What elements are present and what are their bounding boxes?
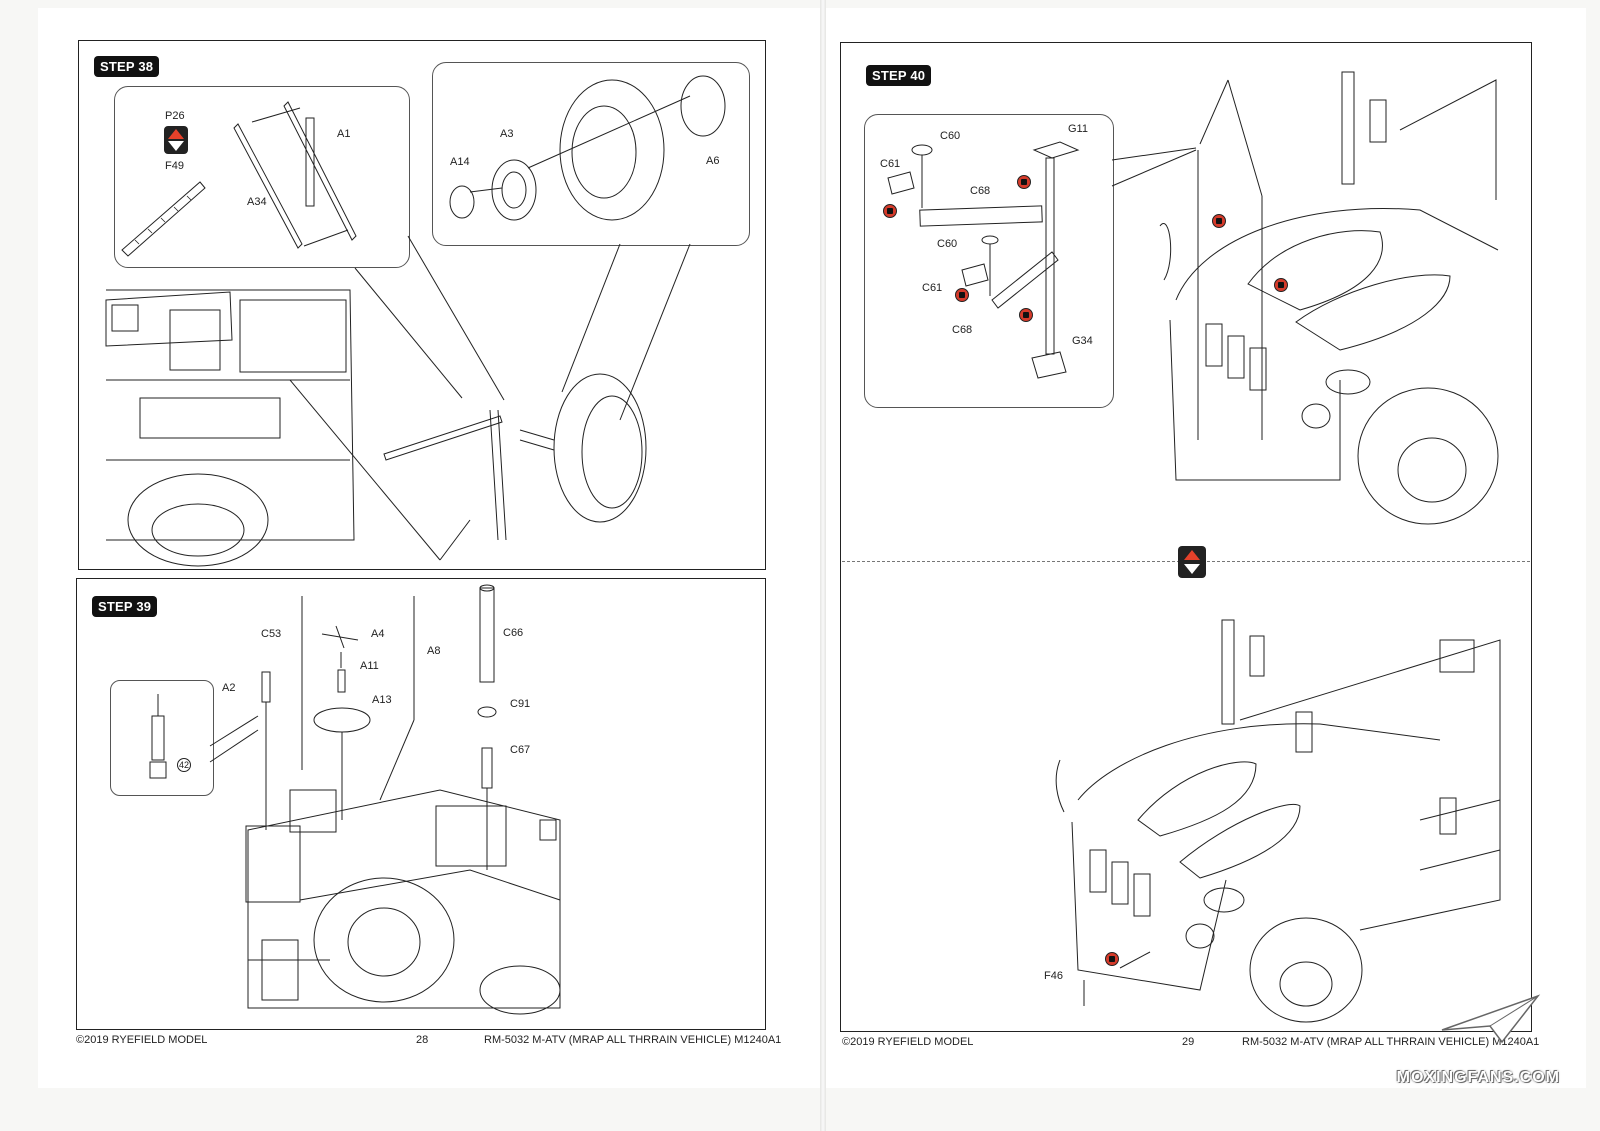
step40-badge: STEP 40 xyxy=(866,65,932,86)
label-a1: A1 xyxy=(337,128,351,140)
label-a14: A14 xyxy=(450,156,470,168)
label-a4: A4 xyxy=(371,628,385,640)
label-a6: A6 xyxy=(706,155,720,167)
step38-rail-inset xyxy=(114,86,410,268)
step39-antenna-inset xyxy=(110,680,214,796)
footer-product-right: RM-5032 M-ATV (MRAP ALL THRRAIN VEHICLE)… xyxy=(1242,1036,1540,1048)
cement-icon xyxy=(883,204,897,218)
label-a11: A11 xyxy=(360,660,379,672)
label-part-number-42: 42 xyxy=(177,758,191,772)
label-p26: P26 xyxy=(165,110,185,122)
cement-icon xyxy=(1105,952,1119,966)
label-f46: F46 xyxy=(1044,970,1063,982)
label-a3: A3 xyxy=(500,128,514,140)
label-a34: A34 xyxy=(247,196,267,208)
label-a2: A2 xyxy=(222,682,236,694)
watermark-text: MOXINGFANS.COM xyxy=(1396,1069,1560,1086)
flip-view-icon xyxy=(1178,546,1206,578)
cement-icon xyxy=(1019,308,1033,322)
label-c61-mid: C61 xyxy=(922,282,943,294)
cement-icon xyxy=(1017,175,1031,189)
flip-part-icon xyxy=(164,126,188,154)
footer-page-number-right: 29 xyxy=(1182,1036,1195,1048)
footer-product-left: RM-5032 M-ATV (MRAP ALL THRRAIN VEHICLE)… xyxy=(484,1034,782,1046)
label-c68-top: C68 xyxy=(970,185,991,197)
cement-icon xyxy=(1212,214,1226,228)
footer-copyright-right: ©2019 RYEFIELD MODEL xyxy=(842,1036,974,1048)
cement-icon xyxy=(1274,278,1288,292)
label-c60-mid: C60 xyxy=(937,238,958,250)
label-c91: C91 xyxy=(510,698,531,710)
footer-page-number-left: 28 xyxy=(416,1034,429,1046)
cement-icon xyxy=(955,288,969,302)
label-c61-top: C61 xyxy=(880,158,901,170)
footer-copyright-left: ©2019 RYEFIELD MODEL xyxy=(76,1034,208,1046)
label-a13: A13 xyxy=(372,694,392,706)
label-g11: G11 xyxy=(1068,123,1088,135)
label-c53: C53 xyxy=(261,628,282,640)
watermark-logo-icon xyxy=(1441,994,1541,1044)
label-g34: G34 xyxy=(1072,335,1093,347)
label-a8: A8 xyxy=(427,645,441,657)
label-c68-bottom: C68 xyxy=(952,324,973,336)
label-c60-top: C60 xyxy=(940,130,961,142)
label-f49: F49 xyxy=(165,160,184,172)
book-spine xyxy=(820,0,826,1131)
step39-panel xyxy=(76,578,766,1030)
label-c66: C66 xyxy=(503,627,524,639)
step38-wheel-inset xyxy=(432,62,750,246)
step39-badge: STEP 39 xyxy=(92,596,158,617)
label-c67: C67 xyxy=(510,744,531,756)
step40-mirror-inset xyxy=(864,114,1114,408)
step38-badge: STEP 38 xyxy=(94,56,160,77)
